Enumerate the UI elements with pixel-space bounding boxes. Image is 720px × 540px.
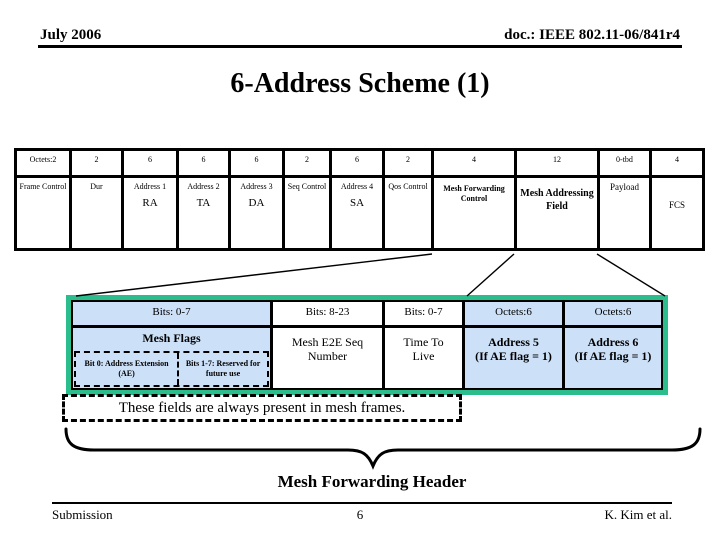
- frame-cell-subcode: RA: [142, 197, 158, 209]
- frame-format-table: Octets:2 Frame Control 2 Dur 6 Address 1…: [14, 148, 705, 251]
- frame-cell-label: Address 1: [133, 182, 167, 191]
- frame-cell-frame-control: Octets:2 Frame Control: [17, 151, 72, 248]
- fanout-connector-lines: [75, 253, 666, 297]
- frame-cell-size: 4: [434, 151, 514, 178]
- frame-cell-label: Address 4: [340, 182, 374, 191]
- frame-cell-address4: 6 Address 4 SA: [332, 151, 385, 248]
- frame-cell-label: Payload: [610, 182, 639, 192]
- mesh-col-header: Bits: 8-23: [273, 302, 382, 328]
- brace-shape: [64, 427, 702, 470]
- mesh-col-label: Time To: [403, 335, 444, 349]
- mesh-col-address5: Octets:6 Address 5 (If AE flag = 1): [465, 302, 565, 388]
- mesh-flags-subbox: Bit 0: Address Extension (AE) Bits 1-7: …: [74, 351, 269, 387]
- frame-cell-size: 6: [332, 151, 382, 178]
- frame-cell-subcode: SA: [349, 197, 365, 209]
- header-rule: [38, 45, 682, 48]
- frame-cell-subcode: DA: [248, 197, 265, 209]
- frame-cell-label: Mesh Forwarding Control: [443, 184, 505, 203]
- frame-cell-seq-control: 2 Seq Control: [285, 151, 332, 248]
- mesh-flags-bit0: Bit 0: Address Extension (AE): [76, 353, 180, 385]
- frame-cell-mesh-forwarding-control: 4 Mesh Forwarding Control: [434, 151, 517, 248]
- frame-cell-size: 4: [652, 151, 702, 178]
- frame-cell-dur: 2 Dur: [72, 151, 124, 248]
- frame-cell-subcode: TA: [196, 197, 211, 209]
- frame-cell-size: Octets:2: [17, 151, 69, 178]
- mesh-col-header: Octets:6: [465, 302, 562, 328]
- mesh-col-label: Address 5: [488, 335, 539, 349]
- frame-cell-address3: 6 Address 3 DA: [231, 151, 285, 248]
- header-date: July 2006: [40, 27, 102, 43]
- frame-cell-label: Mesh Addressing Field: [520, 188, 594, 212]
- frame-cell-size: 12: [517, 151, 597, 178]
- frame-cell-label: Seq Control: [287, 182, 327, 191]
- frame-cell-label: Address 2: [187, 182, 220, 191]
- mesh-col-label: Mesh Flags: [142, 331, 201, 345]
- frame-cell-label: Qos Control: [388, 182, 428, 191]
- frame-cell-label: Frame Control: [19, 182, 67, 191]
- frame-cell-size: 2: [385, 151, 431, 178]
- frame-cell-size: 2: [285, 151, 329, 178]
- slide-title: 6-Address Scheme (1): [230, 68, 490, 99]
- mesh-flags-bits1-7: Bits 1-7: Reserved for future use: [185, 359, 261, 378]
- frame-cell-payload: 0-tbd Payload: [600, 151, 652, 248]
- frame-cell-mesh-addressing-field: 12 Mesh Addressing Field: [517, 151, 600, 248]
- mesh-col-e2e-seq: Bits: 8-23 Mesh E2E Seq Number: [273, 302, 385, 388]
- header-doc-number: doc.: IEEE 802.11-06/841r4: [504, 27, 680, 43]
- footer-rule: [52, 502, 672, 504]
- mesh-col-label: Address 6: [587, 335, 639, 349]
- mesh-col-ttl: Bits: 0-7 Time To Live: [385, 302, 465, 388]
- mesh-col-label: Mesh E2E Seq: [291, 335, 364, 349]
- mesh-forwarding-header-label: Mesh Forwarding Header: [277, 472, 467, 491]
- mesh-expansion-table: Bits: 0-7 Mesh Flags Bit 0: Address Exte…: [66, 295, 668, 395]
- mesh-col-mesh-flags: Bits: 0-7 Mesh Flags Bit 0: Address Exte…: [73, 302, 273, 388]
- footer-author: K. Kim et al.: [604, 507, 672, 522]
- frame-cell-size: 2: [72, 151, 121, 178]
- frame-cell-label: Address 3: [240, 182, 273, 191]
- frame-cell-size: 6: [124, 151, 176, 178]
- frame-cell-size: 6: [179, 151, 228, 178]
- mesh-col-address6: Octets:6 Address 6 (If AE flag = 1): [565, 302, 661, 388]
- frame-cell-label: Dur: [90, 182, 103, 191]
- frame-cell-size: 0-tbd: [600, 151, 649, 178]
- mesh-col-header: Bits: 0-7: [385, 302, 462, 328]
- frame-cell-address2: 6 Address 2 TA: [179, 151, 231, 248]
- frame-cell-address1: 6 Address 1 RA: [124, 151, 179, 248]
- frame-cell-fcs: 4 FCS: [652, 151, 702, 248]
- note-always-present-box: These fields are always present in mesh …: [62, 394, 462, 422]
- footer-submission: Submission: [52, 507, 113, 522]
- mesh-col-header: Bits: 0-7: [73, 302, 270, 328]
- note-text: These fields are always present in mesh …: [118, 399, 406, 416]
- frame-cell-qos-control: 2 Qos Control: [385, 151, 434, 248]
- frame-cell-size: 6: [231, 151, 282, 178]
- mesh-col-header: Octets:6: [565, 302, 661, 328]
- frame-cell-label: FCS: [668, 200, 685, 210]
- footer-page-number: 6: [356, 507, 364, 522]
